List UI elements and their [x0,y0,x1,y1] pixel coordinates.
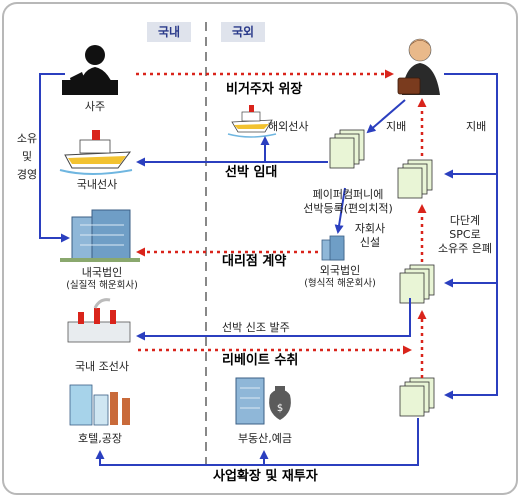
paper-company-sublabel: 선박등록(편의치적) [303,202,393,215]
expand-arrow [95,418,419,466]
owner-icon [62,45,118,95]
control-arrow-2 [444,73,498,179]
realestate-label: 부동산,예금 [237,432,293,445]
foreign-corp-building-icon [321,235,345,261]
paper-company-label: 페이퍼컴퍼니에 [312,188,384,201]
domestic-corp-building-icon [60,209,140,262]
subsidiary-sublabel: 신설 [359,236,381,249]
subsidiary-label: 자회사 [354,222,386,235]
svg-text:$: $ [277,403,283,414]
rebate-label: 리베이트 수취 [222,353,299,368]
foreign-ship-icon [227,105,277,138]
order-label: 선박 신조 발주 [222,321,290,334]
side-label-own: 소유 [16,132,38,145]
header-domestic: 국내 [147,22,191,42]
control-label-2: 지배 [466,120,487,133]
agency-label: 대리점 계약 [222,254,287,269]
side-label-manage: 경영 [16,168,38,181]
multistage-label-3: 소유주 은폐 [437,242,493,255]
header-overseas: 국외 [221,22,265,42]
paper-company-docs-icon [329,129,365,169]
shipbuilder-factory-icon [67,298,131,343]
owner-label: 사주 [84,100,106,113]
spc-docs-middle-icon [399,264,435,304]
spc-docs-bottom-icon [399,377,435,417]
nonresident-label: 비거주자 위장 [226,82,303,97]
control-arrow-4 [444,283,498,400]
shipbuilder-label: 국내 조선사 [74,360,130,373]
businessman-icon [397,38,440,95]
foreign-corp-sublabel: (형식적 해운회사) [304,278,376,289]
hotel-factory-icon [69,384,130,426]
order-arrow [136,298,411,341]
control-label-1: 지배 [386,120,407,133]
ship-lease-label: 선박 임대 [225,165,278,180]
money-bag-icon: $ [269,386,291,420]
subsidiary-arrow [334,187,346,234]
hotel-factory-label: 호텔,공장 [78,432,122,445]
multistage-label-2: SPC로 [449,228,481,241]
foreign-corp-label: 외국법인 [319,264,361,277]
domestic-corp-sublabel: (실질적 해운회사) [66,280,138,291]
foreign-shipping-label: 해외선사 [268,120,309,133]
control-arrow-1 [366,99,406,134]
domestic-ship-icon [59,130,133,175]
domestic-corp-label: 내국법인 [81,266,123,279]
realestate-building-icon [235,377,265,425]
side-label-and: 및 [21,150,33,163]
multistage-label-1: 다단계 [449,214,481,227]
expand-label: 사업확장 및 재투자 [213,469,318,484]
ownership-arrow [39,73,70,243]
domestic-shipping-label: 국내선사 [76,178,118,191]
